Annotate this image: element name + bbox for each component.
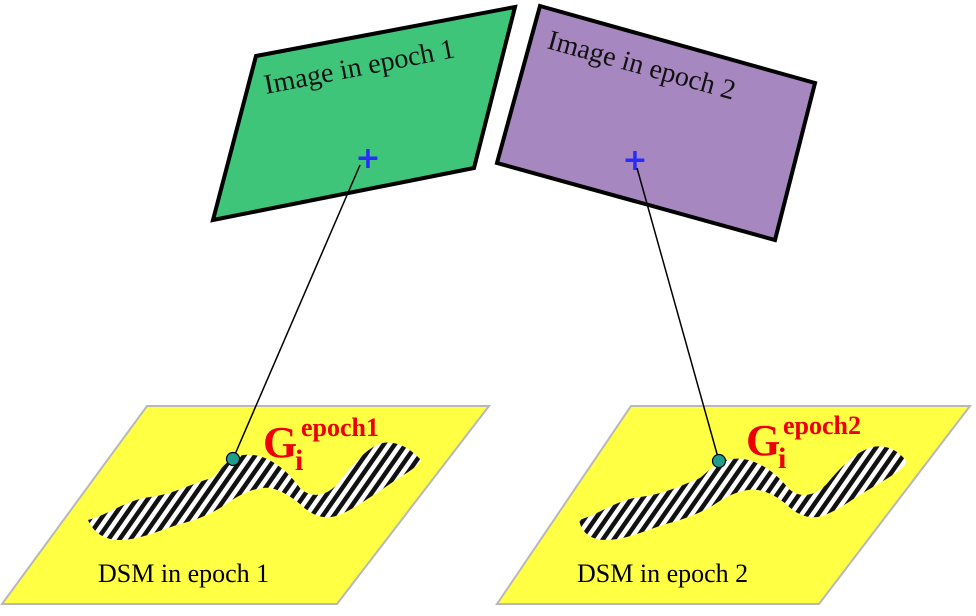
image-epoch1: Image in epoch 1 + [210,4,518,223]
dsm-epoch1-label: DSM in epoch 1 [98,559,269,588]
point-label-epoch1: G i epoch1 [263,413,379,477]
point-label-epoch1-sup: epoch1 [301,413,379,442]
dsm-epoch2-terrain [579,446,907,540]
ground-point-epoch2 [711,453,727,469]
point-label-epoch2-sub: i [778,442,786,475]
image-epoch2-frame [494,3,818,243]
dsm-epoch2-label: DSM in epoch 2 [577,559,748,588]
point-label-epoch1-sub: i [295,444,303,477]
point-label-epoch2-sup: epoch2 [783,411,861,440]
dsm-epoch2-plane [495,405,973,605]
point-label-epoch2-base: G [746,416,780,465]
dsm-epoch1: DSM in epoch 1 [0,405,492,605]
ground-point-epoch1 [225,451,241,467]
ray-epoch1 [232,164,361,460]
image-epoch1-frame [210,4,518,223]
point-label-epoch1-base: G [263,418,297,467]
ray-epoch2 [636,167,720,462]
dsm-epoch2: DSM in epoch 2 [495,405,973,605]
image-epoch1-marker: + [355,141,380,176]
image-epoch2: Image in epoch 2 + [494,3,818,243]
image-epoch2-marker: + [622,143,647,178]
dsm-epoch1-terrain [88,442,421,540]
point-label-epoch2: G i epoch2 [746,411,861,475]
